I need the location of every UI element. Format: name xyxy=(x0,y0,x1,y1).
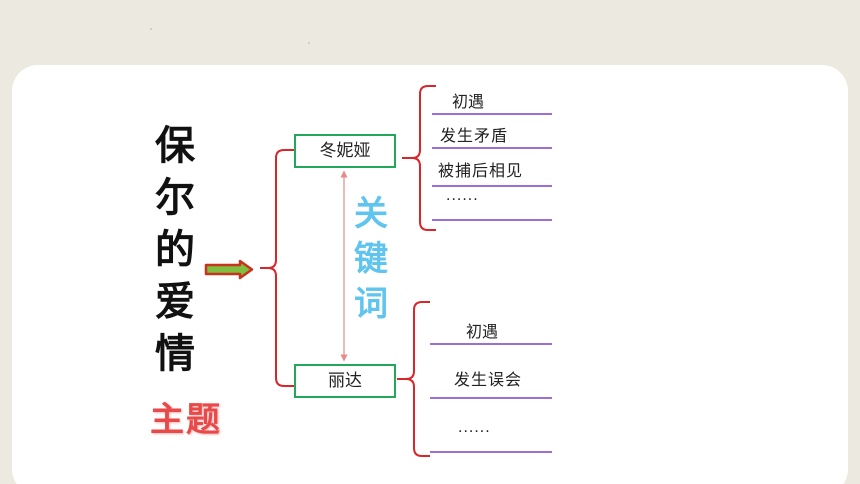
node2-bracket xyxy=(397,301,430,457)
paper-speck xyxy=(308,42,310,44)
topic-title-char: 爱 xyxy=(155,278,195,325)
node1-item: 发生矛盾 xyxy=(440,126,509,145)
node-box-1: 冬妮娅 xyxy=(294,134,396,168)
node2-item: 初遇 xyxy=(466,322,499,341)
keyword-label: 关 键 词 xyxy=(351,192,391,327)
keyword-char: 词 xyxy=(354,284,388,324)
keyword-char: 键 xyxy=(354,239,388,279)
node1-item: ······ xyxy=(446,192,479,208)
topic-title-char: 保 xyxy=(155,122,195,169)
node2-item: 发生误会 xyxy=(454,370,523,389)
content-card xyxy=(12,65,848,484)
node2-item: ······ xyxy=(458,424,491,440)
node1-bracket xyxy=(402,85,436,231)
node1-item: 初遇 xyxy=(452,92,485,111)
node-box-2: 丽达 xyxy=(294,364,396,398)
paper-speck xyxy=(150,28,152,30)
main-bracket xyxy=(260,149,294,387)
theme-label: 主题 xyxy=(150,400,222,440)
main-arrow xyxy=(204,259,254,280)
topic-title-char: 情 xyxy=(155,330,195,377)
topic-title-char: 的 xyxy=(155,226,195,273)
keyword-char: 关 xyxy=(354,194,388,234)
node1-item: 被捕后相见 xyxy=(438,161,524,180)
topic-title: 保 尔 的 爱 情 xyxy=(150,120,200,380)
topic-title-char: 尔 xyxy=(155,174,195,221)
